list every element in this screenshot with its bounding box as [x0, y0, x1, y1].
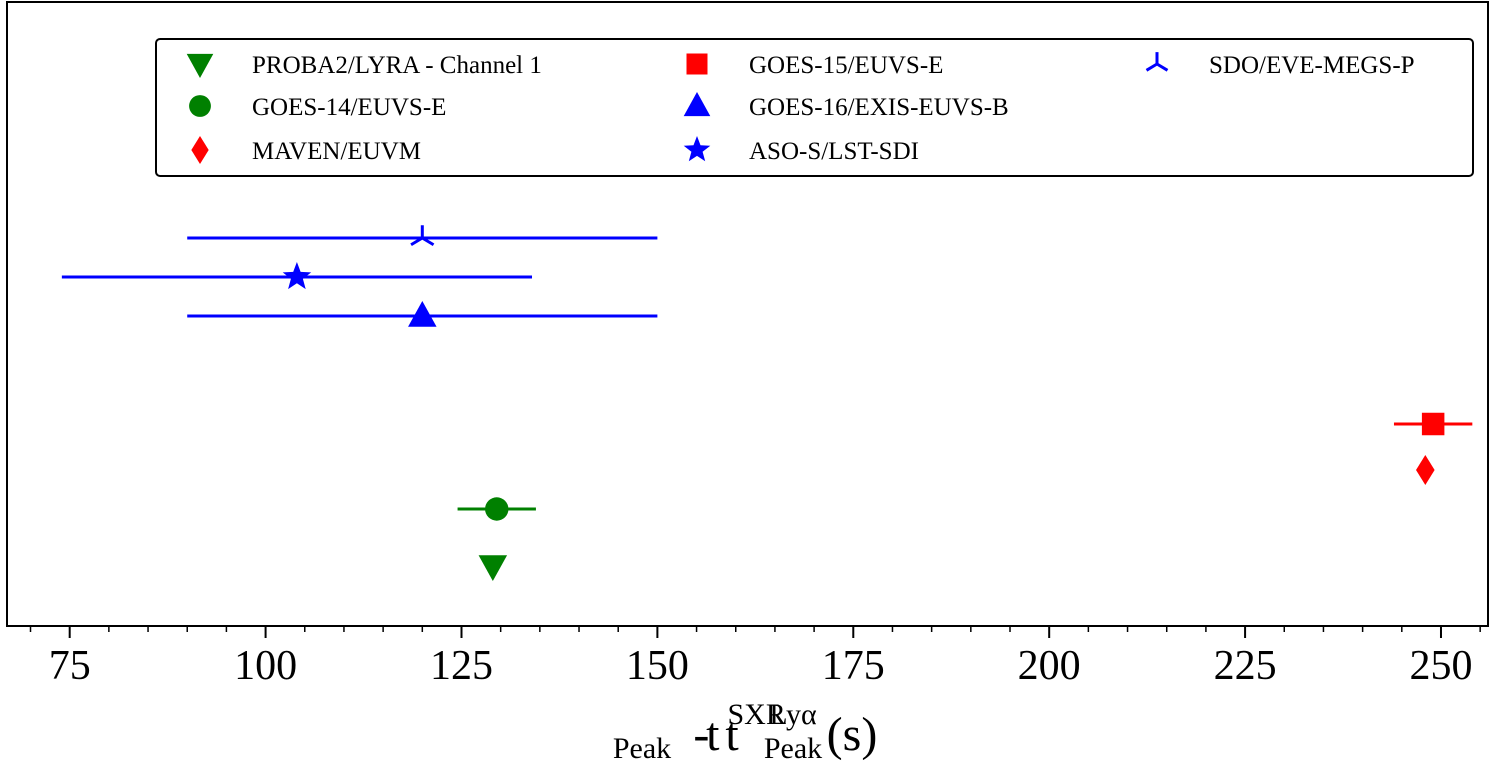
legend-label: GOES-16/EXIS-EUVS-B — [749, 94, 1009, 121]
x-label-sub-2: Peak — [764, 732, 822, 765]
legend-frame — [155, 38, 1474, 177]
x-label-sup-2: Lyα — [769, 698, 817, 731]
data-point-group — [1416, 455, 1435, 485]
data-point — [1416, 455, 1435, 485]
x-tick-label: 175 — [822, 643, 885, 689]
x-tick-label: 250 — [1409, 643, 1472, 689]
legend-marker — [189, 95, 211, 117]
x-label-symbol-2: t — [725, 708, 739, 761]
legend-label: GOES-14/EUVS-E — [252, 94, 446, 121]
x-tick-label: 75 — [49, 643, 91, 689]
x-tick-label: 225 — [1214, 643, 1277, 689]
legend-marker — [686, 53, 708, 75]
x-tick-label: 150 — [626, 643, 689, 689]
legend: PROBA2/LYRA - Channel 1 GOES-14/EUVS-E MAV… — [155, 38, 1474, 177]
data-point — [410, 225, 435, 247]
data-point-group — [61, 262, 533, 290]
legend-label: PROBA2/LYRA - Channel 1 — [252, 52, 542, 79]
plot-frame — [6, 1, 1489, 627]
legend-marker — [186, 53, 214, 78]
data-point-group — [1393, 412, 1473, 436]
legend-marker — [683, 136, 711, 162]
legend-label: GOES-15/EUVS-E — [749, 52, 943, 79]
legend-markers — [186, 52, 1169, 164]
data-point-group — [187, 301, 658, 327]
legend-marker — [683, 92, 711, 117]
legend-label: ASO-S/LST-SDI — [749, 138, 919, 165]
x-tick-label: 100 — [234, 643, 297, 689]
data-point — [282, 262, 312, 290]
data-point-group — [187, 225, 658, 247]
data-point — [1421, 412, 1445, 436]
legend-labels: PROBA2/LYRA - Channel 1 GOES-14/EUVS-E MAV… — [252, 52, 1415, 165]
data-point — [485, 497, 509, 521]
data-point — [408, 301, 437, 327]
x-label-sup-1: SXR — [727, 698, 785, 731]
data-point-group — [457, 497, 536, 521]
data-point — [478, 555, 508, 581]
data-series — [61, 225, 1473, 581]
legend-label: MAVEN/EUVM — [252, 138, 421, 165]
legend-label: SDO/EVE-MEGS-P — [1209, 52, 1415, 79]
data-point-group — [478, 555, 508, 581]
x-label-sub-1: Peak — [613, 732, 671, 765]
legend-marker — [191, 136, 209, 164]
x-label-unit: (s) — [827, 708, 878, 761]
legend-marker — [1145, 52, 1169, 72]
x-axis-label: t SXR Peak - t Lyα Peak (s) — [613, 698, 877, 765]
x-label-separator: - — [693, 708, 709, 761]
x-tick-label: 200 — [1018, 643, 1081, 689]
x-tick-label: 125 — [430, 643, 493, 689]
x-axis-ticks: 75 100 125 150 175 200 225 250 — [29, 626, 1481, 689]
